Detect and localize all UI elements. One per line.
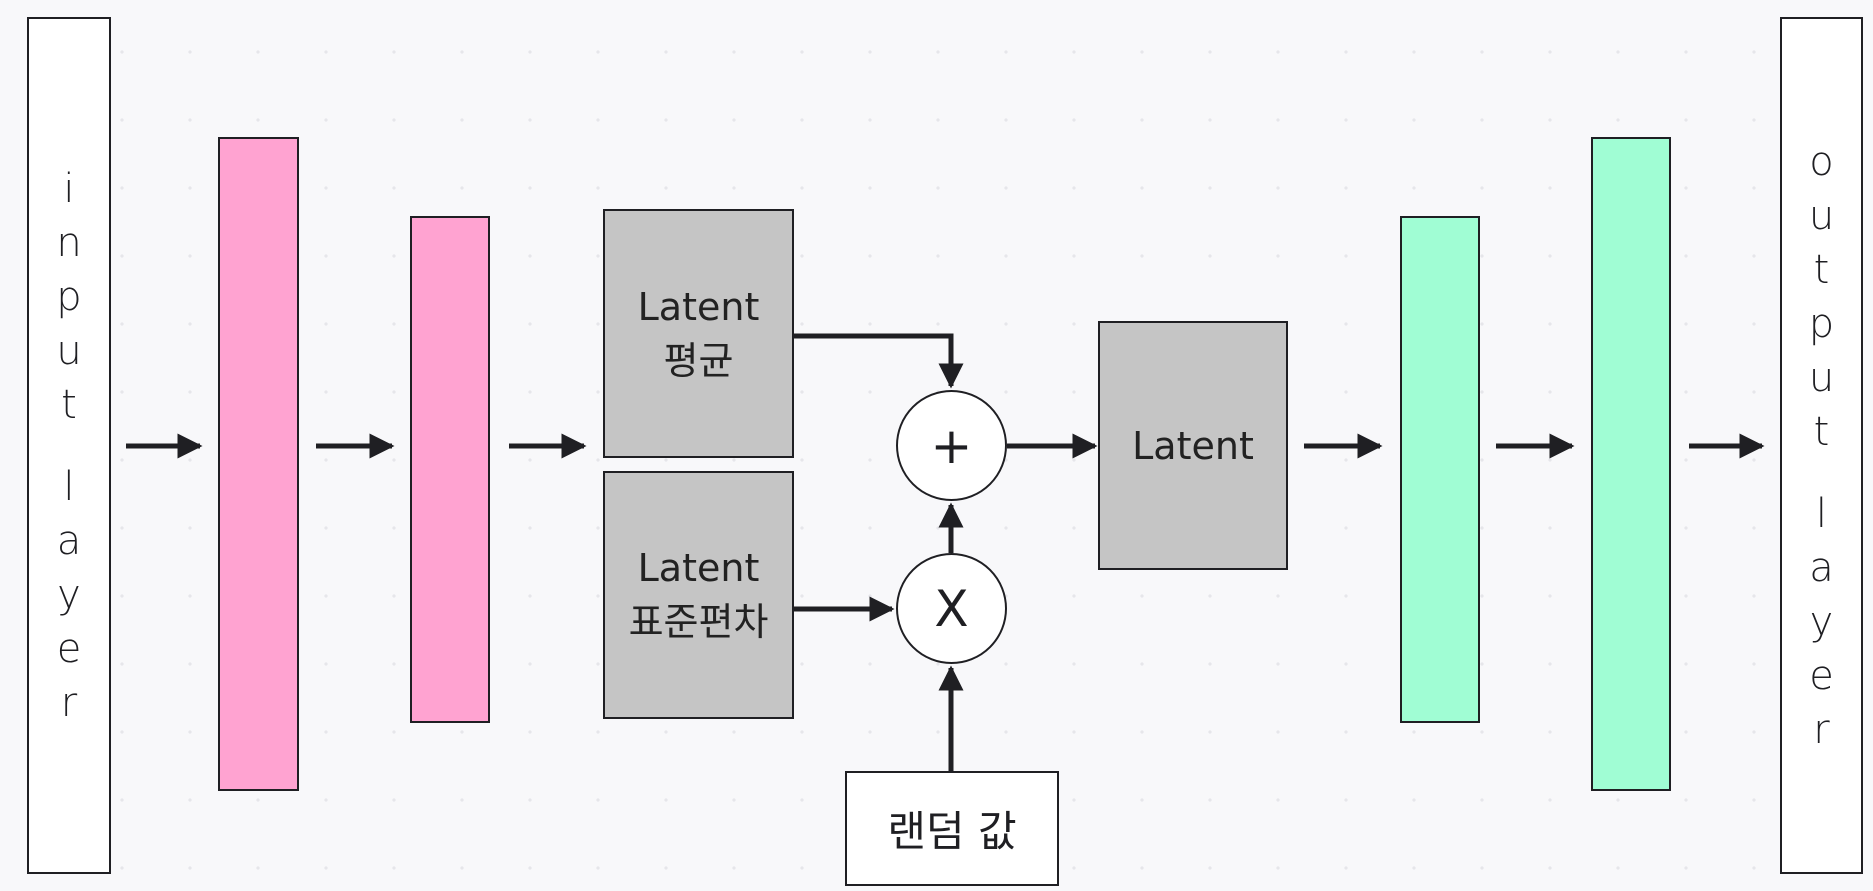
encoder-layer-2 — [410, 216, 490, 723]
layer-letter: e — [56, 625, 82, 672]
latent-std-line2: 표준편차 — [628, 600, 769, 644]
input-layer-box: i n p u t l a y e r — [27, 17, 111, 874]
latent-box: Latent — [1098, 321, 1288, 570]
decoder-layer-2 — [1591, 137, 1671, 791]
layer-letter: r — [60, 679, 78, 726]
output-layer-box: o u t p u t l a y e r — [1780, 17, 1863, 874]
latent-label: Latent — [1132, 423, 1254, 468]
layer-word: l a y e r — [57, 460, 82, 730]
arrow-mean-to-plus — [794, 333, 964, 389]
latent-std-line1: Latent — [637, 546, 760, 590]
output-letter: t — [1813, 246, 1830, 293]
layer-letter: a — [56, 517, 82, 564]
output-letter: u — [1808, 192, 1835, 239]
output-letter: o — [1809, 138, 1834, 185]
output-letter: u — [1808, 354, 1835, 401]
layer-letter: l — [63, 463, 75, 510]
output-word: o u t p u t — [1809, 135, 1834, 459]
plus-operator: + — [896, 390, 1007, 501]
layer-letter: e — [1809, 652, 1834, 699]
layer-letter: y — [1809, 598, 1834, 645]
latent-std-box: Latent 표준편차 — [603, 471, 794, 719]
input-letter: i — [63, 165, 75, 212]
multiply-operator: X — [896, 553, 1007, 664]
layer-letter: a — [1809, 544, 1834, 591]
plus-symbol: + — [930, 416, 973, 475]
output-letter: p — [1808, 300, 1835, 347]
layer-letter: r — [1813, 706, 1830, 753]
latent-mean-line2: 평균 — [663, 338, 734, 383]
layer-letter: l — [1815, 490, 1828, 537]
latent-mean-line1: Latent — [637, 284, 760, 329]
encoder-layer-1 — [218, 137, 299, 791]
multiply-symbol: X — [934, 579, 969, 638]
random-value-label: 랜덤 값 — [887, 807, 1017, 856]
input-letter: t — [61, 381, 77, 428]
input-letter: p — [56, 273, 82, 320]
input-letter: n — [56, 219, 82, 266]
latent-mean-box: Latent 평균 — [603, 209, 794, 458]
output-letter: t — [1813, 408, 1830, 455]
random-value-box: 랜덤 값 — [845, 771, 1059, 886]
layer-word: l a y e r — [1809, 487, 1834, 757]
input-letter: u — [56, 327, 82, 374]
decoder-layer-1 — [1400, 216, 1480, 723]
input-word: i n p u t — [56, 162, 81, 432]
layer-letter: y — [57, 571, 81, 618]
